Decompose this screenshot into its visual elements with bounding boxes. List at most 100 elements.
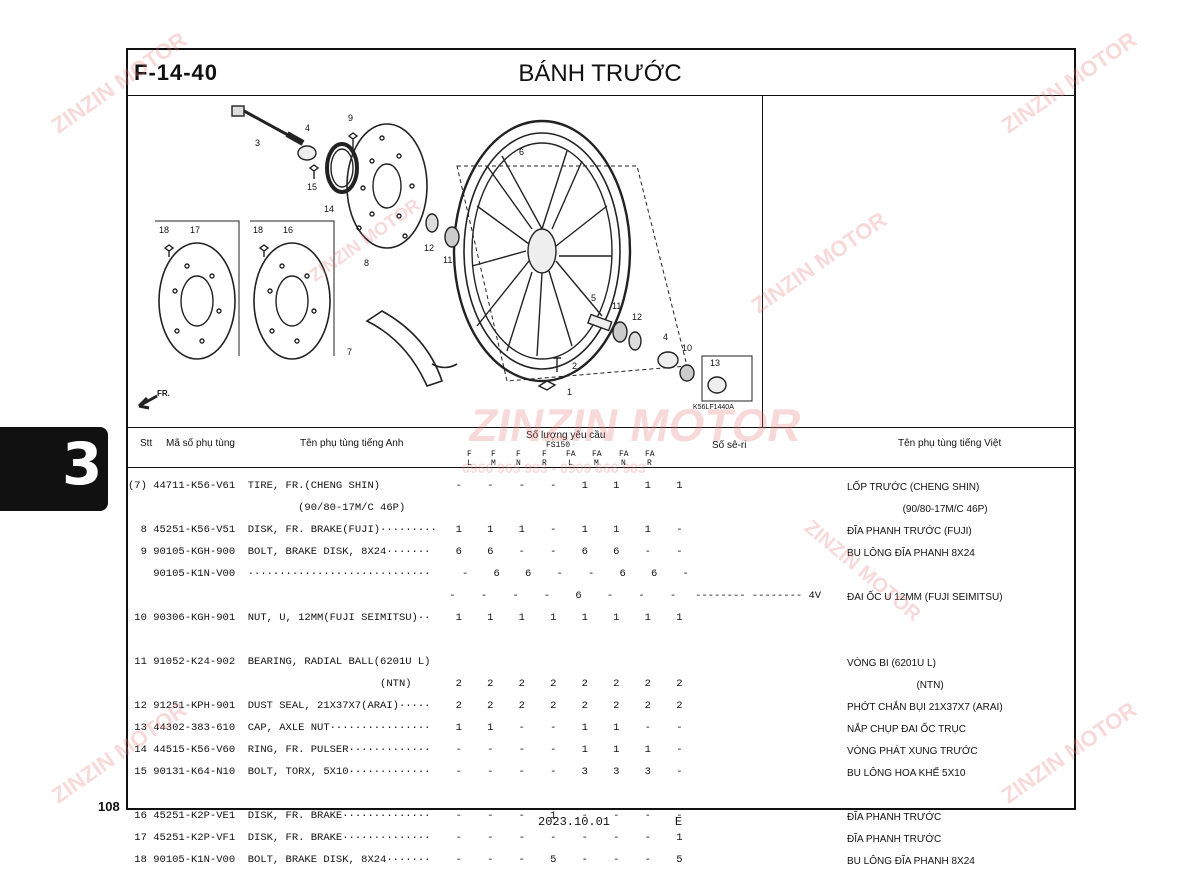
vn-row: VÒNG BI (6201U L): [847, 658, 936, 669]
vn-row: NẮP CHỤP ĐAI ỐC TRỤC: [847, 724, 966, 735]
chapter-tab: [0, 427, 108, 511]
front-arrow-icon: [137, 394, 158, 410]
catalog-frame: [126, 48, 1076, 810]
vn-row: PHỚT CHẮN BỤI 21X37X7 (ARAI): [847, 702, 1003, 713]
table-row: (7) 44711-K56-V61 TIRE, FR.(CHENG SHIN) …: [128, 480, 683, 492]
vn-names: LỐP TRƯỚC (CHENG SHIN) (90/80-17M/C 46P)…: [847, 471, 1003, 878]
callout-18a: 18: [159, 225, 169, 235]
axle-part: [231, 105, 305, 146]
table-row: [128, 789, 821, 800]
vn-row: ĐĨA PHANH TRƯỚC (FUJI): [847, 526, 972, 537]
diagram-divider: [762, 95, 763, 427]
callout-2: 2: [572, 361, 577, 371]
table-row: (NTN) 2 2 2 2 2 2 2 2: [128, 678, 683, 690]
callout-5: 5: [591, 293, 596, 303]
vn-row: ĐĨA PHANH TRƯỚC: [847, 812, 942, 823]
axle-cap-part: [707, 376, 727, 394]
table-row: [128, 635, 821, 646]
diagram-ref-code: K56LF1440A: [693, 404, 734, 411]
chapter-number: 3: [62, 430, 103, 498]
vn-row: VÒNG PHÁT XUNG TRƯỚC: [847, 746, 978, 757]
table-row: 18 90105-K1N-V00 BOLT, BRAKE DISK, 8X24·…: [128, 854, 683, 866]
callout-4b: 4: [663, 332, 668, 342]
brake-disk-17-part: [158, 242, 236, 360]
col-name-en: Tên phụ tùng tiếng Anh: [300, 438, 404, 449]
callout-labels: 3 4 9 15 14 6 8 18 17 18 16 12 11 5 11 1…: [157, 113, 734, 411]
callout-1: 1: [567, 387, 572, 397]
footer-edition: E: [674, 815, 683, 829]
bolt-18a: [163, 244, 175, 257]
vn-row: BU LÔNG ĐĨA PHANH 8X24: [847, 856, 975, 867]
disk-16-bracket: [250, 220, 335, 356]
table-row: 11 91052-K24-902 BEARING, RADIAL BALL(62…: [128, 656, 431, 668]
callout-3: 3: [255, 138, 260, 148]
bolt-part: [347, 132, 359, 149]
vn-row: BU LÔNG ĐĨA PHANH 8X24: [847, 548, 975, 559]
qty-col-2-bottom: M: [491, 459, 496, 468]
vn-row: BU LÔNG HOA KHẾ 5X10: [847, 768, 966, 779]
table-row: 12 91251-KPH-901 DUST SEAL, 21X37X7(ARAI…: [128, 700, 683, 712]
vn-row: (90/80-17M/C 46P): [847, 504, 988, 515]
table-row: 10 90306-KGH-901 NUT, U, 12MM(FUJI SEIMI…: [128, 612, 683, 624]
fr-label: FR.: [157, 389, 170, 398]
qty-col-7-top: FA: [619, 450, 629, 459]
header-divider: [127, 95, 1075, 96]
table-row: 16 45251-K2P-VE1 DISK, FR. BRAKE········…: [128, 810, 683, 822]
balance-weight-part: [537, 380, 557, 391]
table-header-rule: [127, 467, 1075, 468]
section-code: F-14-40: [134, 60, 219, 85]
torx-bolt-part: [308, 164, 320, 179]
col-stt: Stt: [140, 438, 153, 449]
valve-part: [553, 357, 561, 372]
page-number: 108: [98, 799, 120, 814]
bolt-18b: [258, 244, 270, 257]
exploded-parts-diagram: 3 4 9 15 14 6 8 18 17 18 16 12 11 5 11 1…: [137, 105, 753, 411]
table-top-rule: [127, 427, 1075, 428]
qty-col-5-top: FA: [566, 450, 576, 459]
vn-row: [847, 614, 1003, 625]
axle-nut-part: [679, 364, 695, 382]
callout-11a: 11: [443, 255, 452, 265]
pulser-ring-part: [325, 142, 359, 194]
callout-6: 6: [519, 147, 524, 157]
callout-8: 8: [364, 258, 369, 268]
vn-row: [847, 636, 1003, 647]
table-row: 15 90131-K64-N10 BOLT, TORX, 5X10·······…: [128, 766, 683, 778]
callout-9: 9: [348, 113, 353, 123]
table-row: 90105-K1N-V00 ··························…: [128, 568, 689, 580]
qty-col-4-top: F: [542, 450, 547, 459]
wheel-rim-part: [452, 119, 632, 383]
bearing-left: [444, 226, 460, 248]
table-row: 13 44302-383-610 CAP, AXLE NUT··········…: [128, 722, 683, 734]
callout-11b: 11: [612, 301, 621, 311]
qty-col-6-top: FA: [592, 450, 602, 459]
brake-disk-16-part: [253, 242, 331, 360]
qty-col-3-top: F: [516, 450, 521, 459]
qty-col-8-top: FA: [645, 450, 655, 459]
table-row: 14 44515-K56-V60 RING, FR. PULSER·······…: [128, 744, 683, 756]
cap-detail-box: [701, 355, 753, 402]
page-title: BÁNH TRƯỚC: [518, 60, 682, 87]
callout-10: 10: [682, 343, 692, 353]
table-row: - - - - 6 - - - -------- -------- 4V: [128, 590, 822, 602]
qty-col-2-top: F: [491, 450, 496, 459]
dust-seal-left: [425, 213, 439, 233]
qty-col-1-bottom: L: [467, 459, 472, 468]
collar-part: [297, 145, 317, 161]
disk-17-bracket: [155, 220, 240, 356]
qty-col-1-top: F: [467, 450, 472, 459]
vn-row: LỐP TRƯỚC (CHENG SHIN): [847, 482, 980, 493]
table-row: (90/80-17M/C 46P): [128, 502, 406, 514]
footer: 2023.10.01 E: [538, 815, 682, 829]
qty-col-3-bottom: N: [516, 459, 521, 468]
col-serial: Số sê-ri: [712, 440, 747, 451]
qty-col-5-bottom: L: [568, 459, 573, 468]
col-qty: Số lượng yêu cầu: [526, 430, 606, 441]
qty-col-8-bottom: R: [647, 459, 652, 468]
vn-row: (NTN): [847, 680, 944, 691]
table-row: 9 90105-KGH-900 BOLT, BRAKE DISK, 8X24··…: [128, 546, 683, 558]
table-row: 8 45251-K56-V51 DISK, FR. BRAKE(FUJI)···…: [128, 524, 683, 536]
parts-table-rows: (7) 44711-K56-V61 TIRE, FR.(CHENG SHIN) …: [128, 470, 821, 877]
bearing-right: [612, 321, 628, 343]
brake-disk-part: [346, 123, 428, 249]
